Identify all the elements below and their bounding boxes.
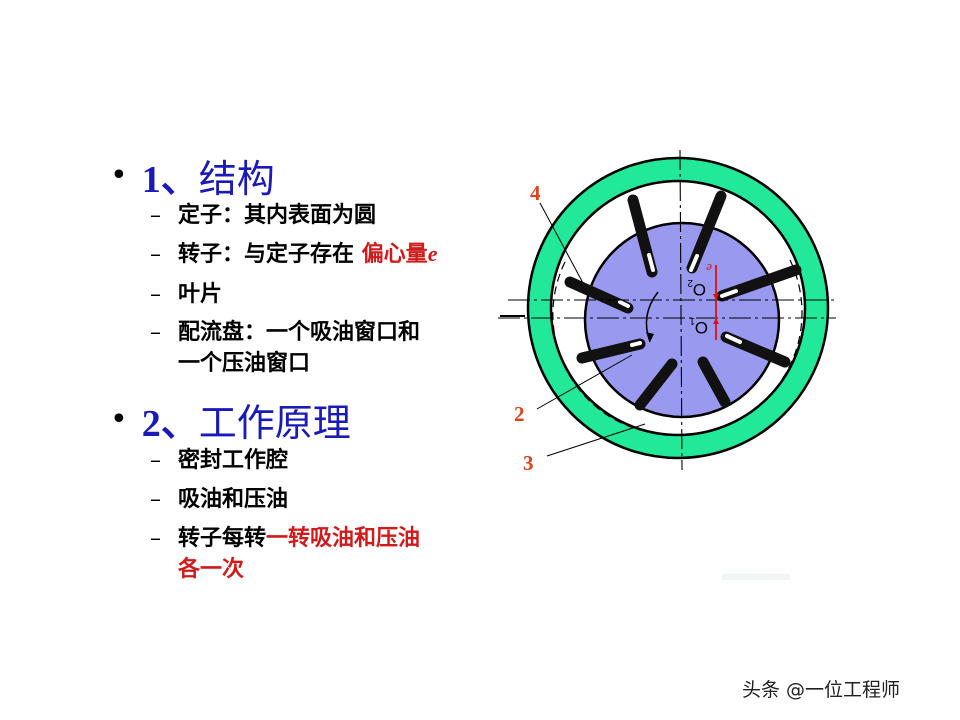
- section-title: 工作原理: [198, 401, 351, 445]
- dash-marker: –: [150, 448, 161, 473]
- center-o2-label: O: [693, 280, 706, 299]
- item-text: 配流盘：一个吸油窗口和: [178, 319, 421, 345]
- watermark: 头条 @一位工程师: [742, 679, 901, 701]
- section-number: 2、: [141, 403, 199, 445]
- svg-text:2: 2: [687, 277, 693, 288]
- dash-marker: –: [150, 526, 161, 551]
- item-continuation: 一个压油窗口: [178, 350, 311, 376]
- dash-marker: –: [150, 242, 161, 267]
- item-text: 定子：其内表面为圆: [178, 202, 377, 228]
- item-text: 密封工作腔: [178, 447, 289, 473]
- list-item: –吸油和压油: [150, 484, 288, 515]
- eccentricity-label: e: [706, 261, 712, 276]
- dash-marker: –: [150, 320, 161, 345]
- part-label-4: 4: [530, 181, 541, 205]
- faint-artifact: [722, 574, 790, 580]
- dash-marker: –: [150, 487, 161, 512]
- section-1-heading: • 1、 结构: [110, 148, 275, 203]
- list-item: –配流盘：一个吸油窗口和 一个压油窗口: [150, 317, 420, 378]
- list-item: –叶片: [150, 279, 222, 310]
- svg-text:1: 1: [689, 315, 695, 326]
- dash-marker: –: [150, 203, 161, 228]
- list-item: –转子每转一转吸油和压油 各一次: [150, 523, 420, 584]
- part-label-3: 3: [523, 451, 534, 475]
- item-highlight: 一转吸油和压油: [266, 525, 421, 551]
- item-highlight-italic: e: [427, 241, 438, 266]
- list-item: –转子：与定子存在 偏心量e: [150, 239, 437, 270]
- bullet-dot: •: [110, 402, 128, 437]
- center-o1-label: O: [695, 318, 708, 337]
- section-2-heading: • 2、 工作原理: [110, 392, 351, 447]
- list-item: –密封工作腔: [150, 445, 288, 476]
- dash-marker: –: [150, 282, 161, 307]
- item-text: 转子每转: [178, 525, 267, 551]
- item-text: 转子：与定子存在: [178, 241, 362, 267]
- item-continuation: 各一次: [178, 556, 245, 582]
- section-title: 结构: [198, 157, 275, 201]
- vanes: [564, 190, 802, 411]
- part-label-2: 2: [514, 402, 525, 426]
- section-number: 1、: [141, 159, 199, 201]
- item-highlight: 偏心量: [361, 241, 428, 267]
- vane-pump-diagram: e O 2 O 1 4 2 3: [498, 149, 836, 475]
- bullet-dot: •: [110, 158, 128, 193]
- item-text: 叶片: [178, 281, 223, 307]
- list-item: –定子：其内表面为圆: [150, 200, 376, 231]
- rotor: [583, 221, 781, 419]
- item-text: 吸油和压油: [178, 486, 289, 512]
